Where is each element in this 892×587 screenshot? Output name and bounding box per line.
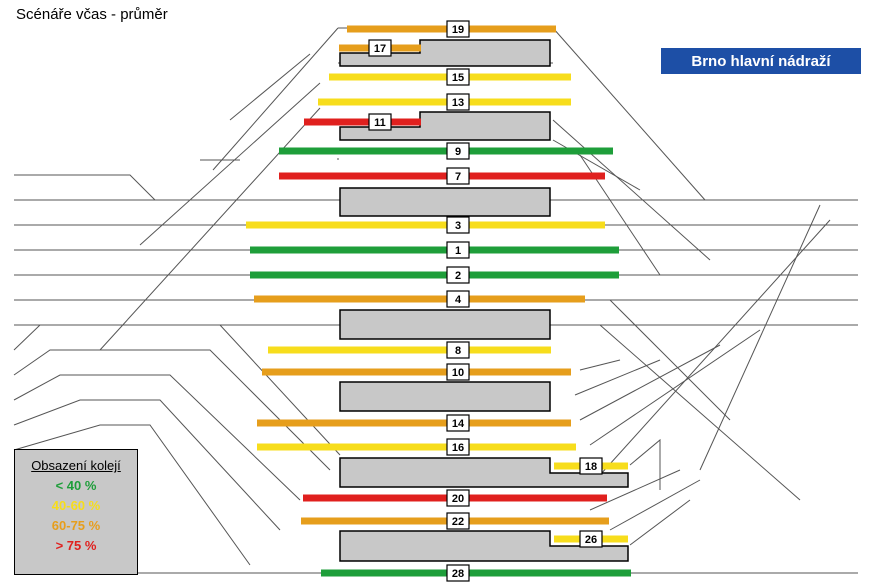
background-track-line [609,479,701,531]
legend-title: Obsazení kolejí [31,458,121,473]
track-number-box [446,93,470,111]
background-track-line [589,469,681,511]
track-number-9: 9 [455,146,461,158]
background-track-line [574,359,661,396]
track-number-8: 8 [455,345,461,357]
platform [339,39,551,67]
background-track-line [13,324,341,456]
track-number-11: 11 [374,117,386,129]
track-number-box [579,457,603,475]
track-number-box [446,266,470,284]
track-number-box [446,290,470,308]
track-number-15: 15 [452,72,464,84]
background-track-line [212,27,339,171]
platform [339,187,551,217]
track-number-1: 1 [455,245,461,257]
background-track-line [552,27,706,201]
track-number-box [446,142,470,160]
station-name-badge: Brno hlavní nádraží [661,48,861,74]
track-number-3: 3 [455,220,461,232]
occupancy-legend: Obsazení kolejí < 40 % 40-60 % 60-75 % >… [14,449,138,575]
background-track-line [629,499,691,546]
background-track-line [609,299,731,421]
legend-item-over-75: > 75 % [55,538,97,553]
platform [339,111,551,141]
platform [339,530,629,562]
track-number-box [446,564,470,582]
background-track-line [139,82,321,246]
legend-item-under-40: < 40 % [55,478,97,493]
scenario-title: Scénáře včas - průměr [16,6,168,23]
platform [339,457,629,488]
track-number-box [368,39,392,57]
background-track-line [13,349,331,471]
background-track-line [99,107,321,351]
track-number-2: 2 [455,270,461,282]
track-number-box [446,438,470,456]
platform [339,381,551,412]
background-track-line [579,359,621,371]
track-number-22: 22 [452,516,464,528]
legend-item-60-75: 60-75 % [51,518,101,533]
track-number-16: 16 [452,442,464,454]
track-number-box [446,241,470,259]
track-number-10: 10 [452,367,464,379]
track-number-box [368,113,392,131]
track-number-19: 19 [452,24,464,36]
track-number-box [446,363,470,381]
track-number-box [446,489,470,507]
background-track-line [579,344,721,421]
track-number-box [446,20,470,38]
track-number-14: 14 [452,418,465,430]
background-track-line [229,53,311,121]
track-number-28: 28 [452,568,464,580]
track-number-box [446,341,470,359]
track-number-box [446,414,470,432]
background-track-line [13,424,251,566]
background-track-line [14,174,156,201]
track-number-4: 4 [455,294,462,306]
track-number-20: 20 [452,493,464,505]
background-track-line [13,399,281,531]
track-number-box [446,512,470,530]
track-number-box [446,167,470,185]
track-number-26: 26 [585,534,597,546]
legend-item-40-60: 40-60 % [51,498,101,513]
track-number-box [579,530,603,548]
platform [339,309,551,340]
track-number-13: 13 [452,97,464,109]
background-track-line [629,438,661,490]
track-number-7: 7 [455,171,461,183]
background-track-line [599,324,801,501]
background-track-line [552,119,711,261]
track-number-box [446,216,470,234]
background-track-line [699,204,821,471]
track-number-box [446,68,470,86]
track-number-17: 17 [374,43,386,55]
background-track-line [599,219,831,476]
track-number-18: 18 [585,461,597,473]
background-track-line [589,329,761,446]
background-track-line [13,374,301,501]
